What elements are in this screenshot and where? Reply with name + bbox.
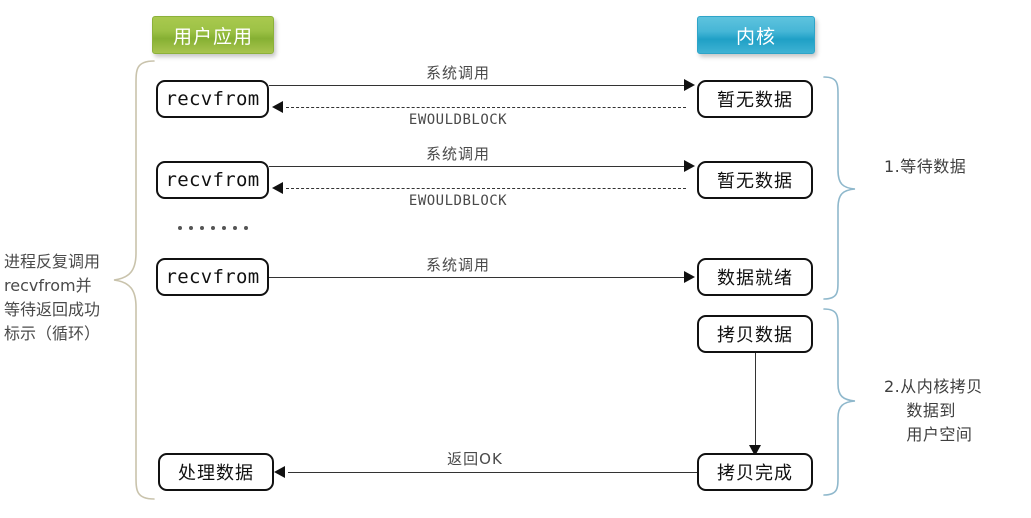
node-copy-data-label: 拷贝数据 [717,325,793,346]
edge-copy-progress-line [755,353,756,449]
node-copy-complete: 拷贝完成 [697,453,813,491]
edge-syscall-3-label: 系统调用 [425,256,490,274]
node-no-data-2: 暂无数据 [697,161,813,199]
node-process-data-label: 处理数据 [178,463,254,484]
node-recvfrom-1: recvfrom [156,80,269,118]
node-recvfrom-1-label: recvfrom [165,88,260,110]
right-brace-wait-data [823,76,856,300]
node-recvfrom-3: recvfrom [156,258,269,296]
edge-syscall-2-arrowhead [684,160,695,172]
node-process-data: 处理数据 [158,453,274,491]
ellipsis-dot [189,226,193,230]
ellipsis-dot [233,226,237,230]
edge-syscall-2-line [269,166,686,167]
edge-ewouldblock-1-arrowhead [272,101,283,113]
annotation-copy-data: 2.从内核拷贝 数据到 用户空间 [884,377,983,444]
edge-ewouldblock-1-line [286,107,686,108]
edge-ewouldblock-2-arrowhead [272,182,283,194]
node-no-data-1-label: 暂无数据 [717,90,793,111]
edge-ewouldblock-2-label: EWOULDBLOCK [408,193,508,209]
edge-return-ok-line [288,472,697,473]
column-header-user-app-label: 用户应用 [172,26,253,48]
node-data-ready: 数据就绪 [697,258,813,296]
node-no-data-1: 暂无数据 [697,80,813,118]
ellipsis-dots [178,226,248,230]
node-copy-complete-label: 拷贝完成 [717,463,793,484]
node-recvfrom-3-label: recvfrom [165,266,260,288]
node-recvfrom-2: recvfrom [156,161,269,199]
edge-syscall-1-label: 系统调用 [425,64,490,82]
column-header-user-app: 用户应用 [152,16,274,54]
edge-copy-progress-arrowhead [749,445,761,456]
left-loop-note: 进程反复调用 recvfrom并 等待返回成功 标示（循环） [4,252,101,343]
node-data-ready-label: 数据就绪 [717,268,793,289]
node-no-data-2-label: 暂无数据 [717,171,793,192]
edge-syscall-1-arrowhead [684,79,695,91]
edge-syscall-1-line [269,85,686,86]
ellipsis-dot [211,226,215,230]
column-header-kernel-label: 内核 [735,26,776,48]
edge-ewouldblock-2-line [286,188,686,189]
node-copy-data: 拷贝数据 [697,315,813,353]
left-loop-brace [113,60,155,500]
right-brace-copy-data [823,308,856,496]
ellipsis-dot [178,226,182,230]
edge-syscall-3-line [269,277,686,278]
edge-ewouldblock-1-label: EWOULDBLOCK [408,112,508,128]
edge-return-ok-label: 返回OK [447,450,503,468]
ellipsis-dot [222,226,226,230]
ellipsis-dot [244,226,248,230]
ellipsis-dot [200,226,204,230]
edge-syscall-2-label: 系统调用 [425,145,490,163]
column-header-kernel: 内核 [697,16,815,54]
edge-syscall-3-arrowhead [684,271,695,283]
edge-return-ok-arrowhead [274,466,285,478]
node-recvfrom-2-label: recvfrom [165,169,260,191]
annotation-wait-data: 1.等待数据 [884,157,967,176]
